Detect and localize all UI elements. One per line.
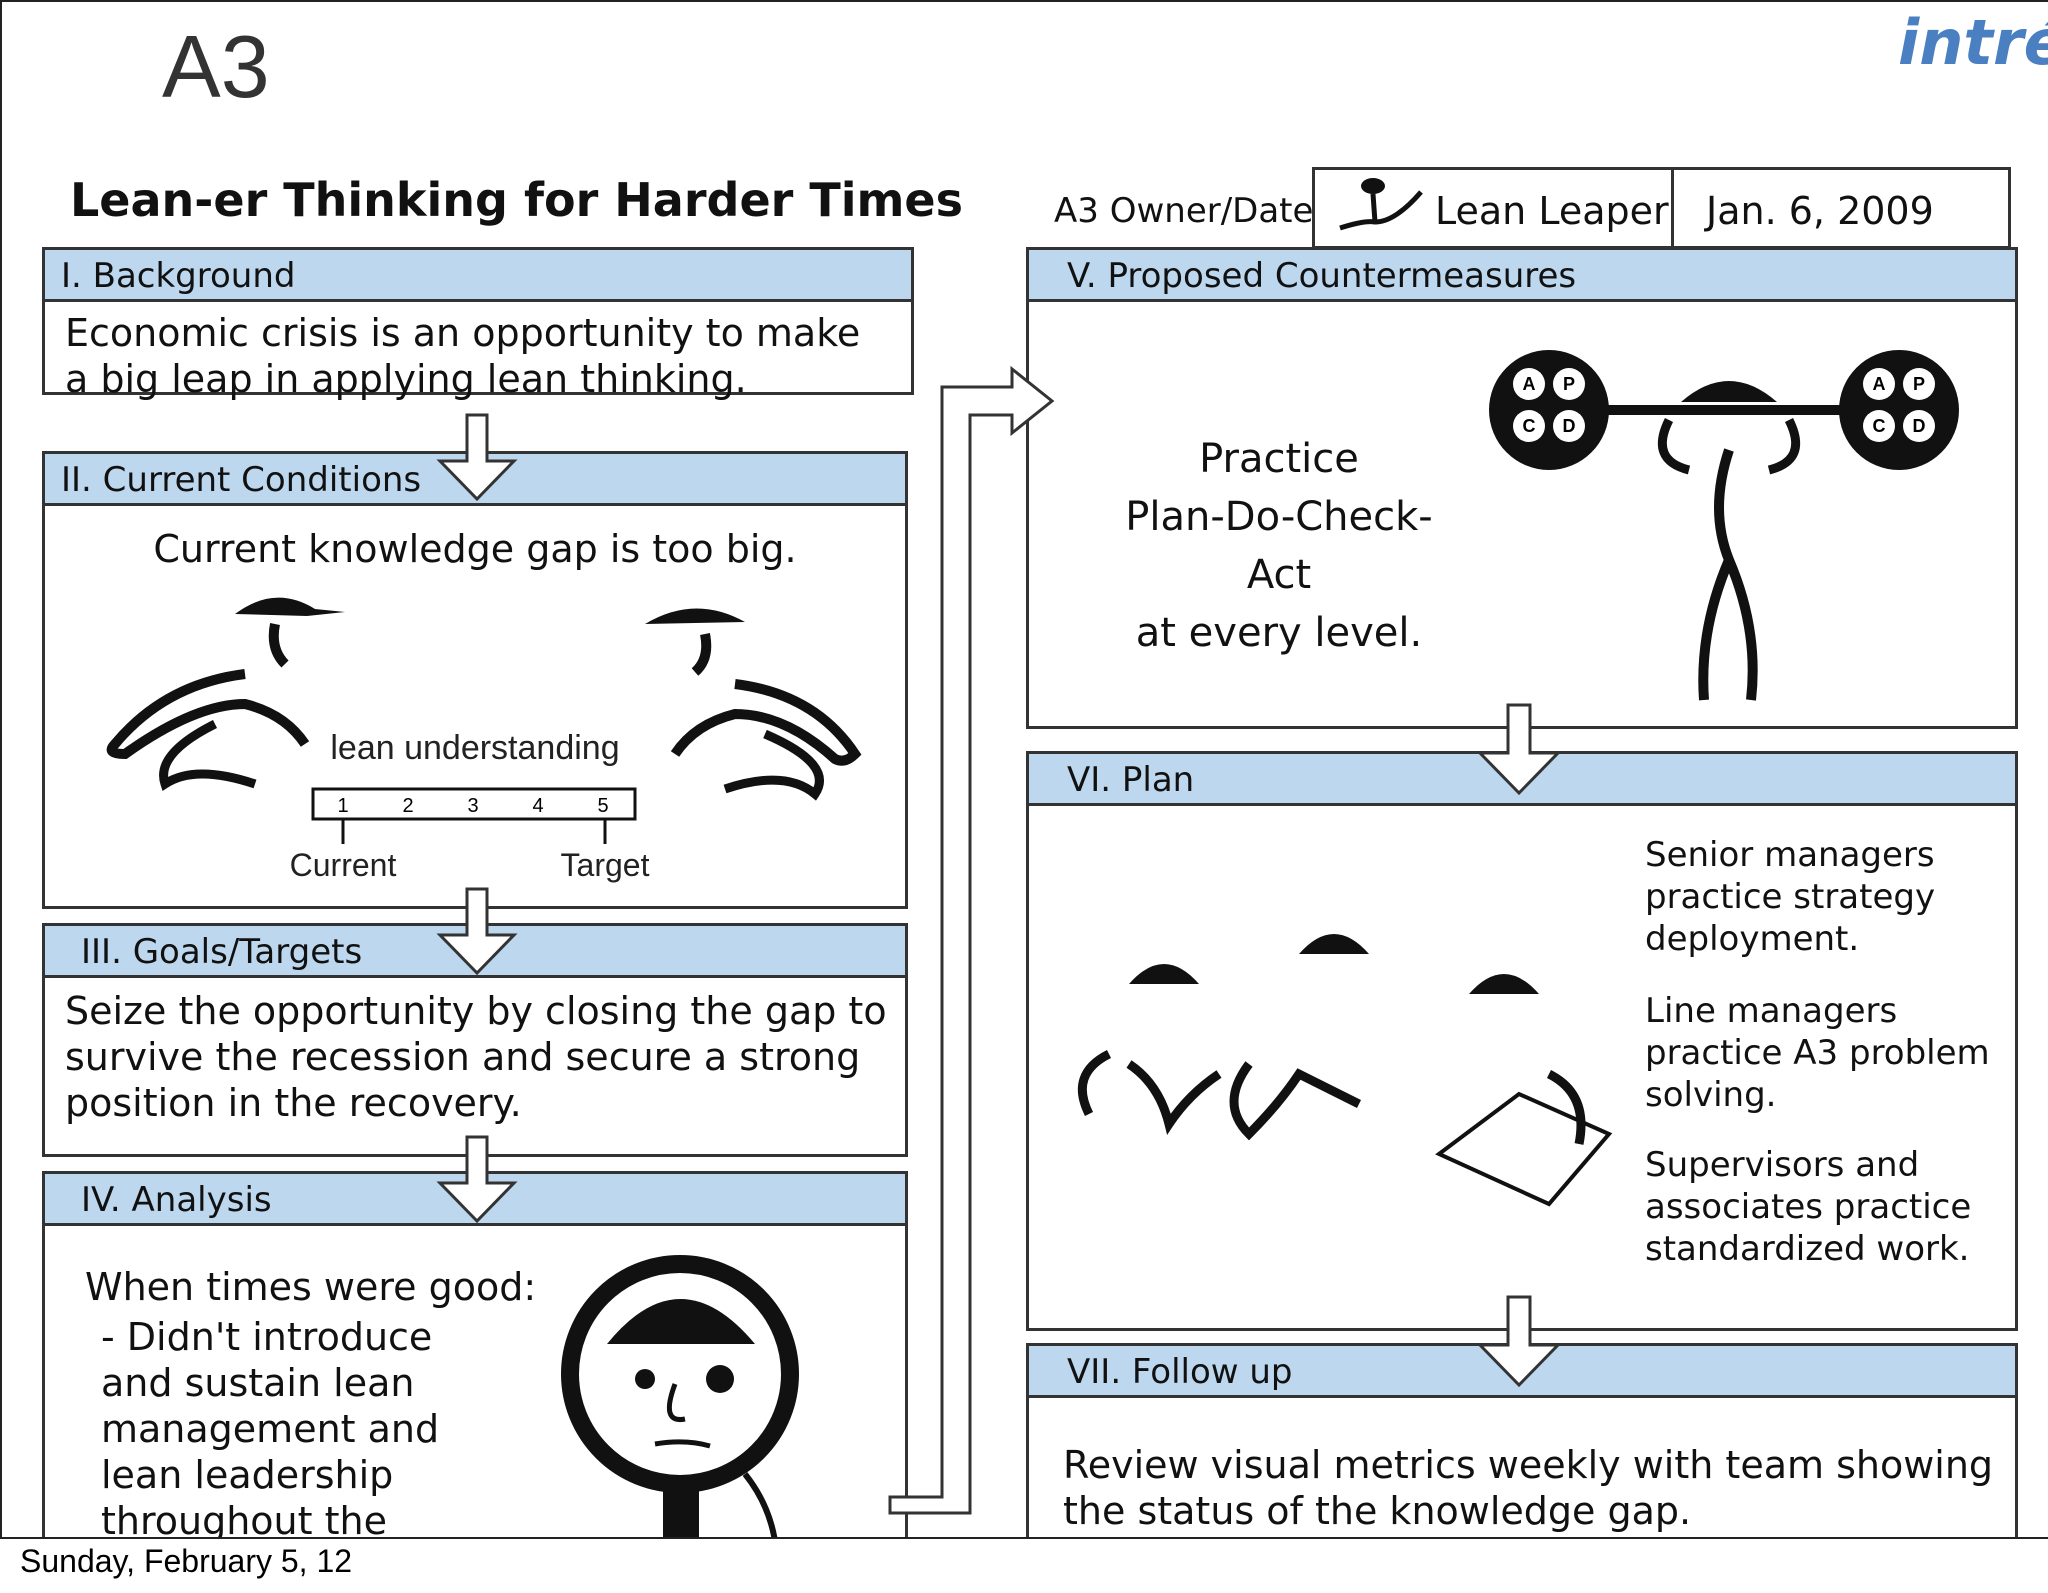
down-arrow-icon-2 (436, 887, 518, 976)
owner-date: Jan. 6, 2009 (1706, 189, 1934, 233)
left-helmet-icon (235, 597, 345, 616)
down-arrow-icon-1 (436, 413, 518, 502)
ruler-scale: 1 2 3 4 5 (337, 795, 608, 817)
ruler-tick-label: 2 (402, 795, 413, 817)
countermeasure-line-1: Practice (1199, 436, 1359, 482)
sheet-title: Lean-er Thinking for Harder Times (70, 173, 964, 227)
slide-title: A3 (162, 17, 270, 116)
right-worker-body (670, 633, 862, 766)
right-helmet-icon (645, 608, 745, 624)
down-arrow-icon-3 (436, 1135, 518, 1224)
a3-document-icon (1435, 1091, 1613, 1207)
ruler-tick-label: 5 (597, 795, 608, 817)
pdca-letter: C (1873, 416, 1886, 436)
pdca-quadrant (1903, 410, 1935, 442)
pdca-quadrant (1513, 368, 1545, 400)
right-connector-arrow-icon (888, 365, 1055, 1515)
section-background: I. Background Economic crisis is an oppo… (42, 247, 914, 401)
countermeasure-line-3: at every level. (1135, 610, 1423, 656)
knowledge-gap-illustration: lean understanding 1 2 3 4 5 Current Target (106, 597, 862, 883)
section-countermeasures-header: V. Proposed Countermeasures (1029, 250, 2015, 302)
magnifier-figure-illustration (561, 1255, 799, 1537)
down-arrow-icon-5 (1476, 1295, 1562, 1388)
followup-text: Review visual metrics weekly with team s… (1063, 1443, 1994, 1533)
ruler-tick-label: 4 (532, 795, 543, 817)
plan-item: Line managers practice A3 problem solvin… (1645, 991, 1990, 1115)
pdca-weight-left-icon: A P C D (1489, 350, 1609, 470)
owner-label: A3 Owner/Date (1054, 191, 1314, 231)
section-background-header: I. Background (45, 250, 911, 302)
logo: intré (1888, 2, 2048, 87)
target-marker-label: Target (561, 847, 650, 883)
plan-item: Senior managers practice strategy deploy… (1645, 835, 1936, 959)
pdca-letter: C (1523, 416, 1536, 436)
ruler-tick-label: 3 (467, 795, 478, 817)
goals-text: Seize the opportunity by closing the gap… (65, 989, 887, 1125)
slide-header: A3 intré (0, 0, 2048, 149)
owner-name: Lean Leaper (1435, 189, 1669, 233)
pdca-letter: A (1523, 374, 1536, 394)
pdca-quadrant (1903, 368, 1935, 400)
down-arrow-icon-4 (1476, 703, 1562, 796)
pdca-letter: A (1873, 374, 1886, 394)
analysis-bullet: - Didn't introduce and sustain lean mana… (101, 1315, 440, 1539)
background-text: Economic crisis is an opportunity to mak… (65, 311, 861, 401)
section-followup-header: VII. Follow up (1029, 1346, 2015, 1398)
pdca-letter: P (1563, 374, 1575, 394)
current-text: Current knowledge gap is too big. (153, 527, 797, 571)
pdca-quadrant (1513, 410, 1545, 442)
gap-ruler (311, 787, 637, 821)
leaper-figure-icon (1339, 178, 1423, 231)
pdca-quadrant (1553, 410, 1585, 442)
pdca-letter: D (1563, 416, 1576, 436)
pdca-letter: P (1913, 374, 1925, 394)
pdca-quadrant (1553, 368, 1585, 400)
helmet-icon-1 (1129, 964, 1199, 984)
a3-sheet: Lean-er Thinking for Harder Times A3 Own… (0, 145, 2048, 1539)
countermeasure-line-2: Plan-Do-Check-Act (1125, 494, 1433, 598)
left-worker-body (106, 623, 310, 760)
pdca-quadrant (1863, 410, 1895, 442)
footer-date: Sunday, February 5, 12 (20, 1543, 353, 1579)
flow-arrows (436, 365, 1562, 1515)
section-countermeasures: V. Proposed Countermeasures Practice Pla… (1026, 247, 2018, 729)
magnifier-icon (561, 1255, 799, 1493)
intre-logo-icon: intré (1898, 6, 2048, 79)
date-cell: Jan. 6, 2009 (1671, 167, 2011, 249)
pdca-weight-right-icon: A P C D (1839, 350, 1959, 470)
current-marker-label: Current (290, 847, 397, 883)
helmet-icon-3 (1469, 974, 1539, 994)
bridge-label: lean understanding (330, 729, 619, 767)
analysis-intro: When times were good: (85, 1265, 537, 1309)
ruler-tick-label: 1 (337, 795, 348, 817)
logo-text: intré (1898, 6, 2048, 79)
pdca-letter: D (1913, 416, 1926, 436)
managers-illustration (1077, 934, 1613, 1207)
weightlifter-illustration: A P C D A P C D (1489, 350, 1959, 701)
plan-item: Supervisors and associates practice stan… (1645, 1145, 1972, 1269)
helmet-icon-2 (1299, 934, 1369, 954)
pdca-quadrant (1863, 368, 1895, 400)
